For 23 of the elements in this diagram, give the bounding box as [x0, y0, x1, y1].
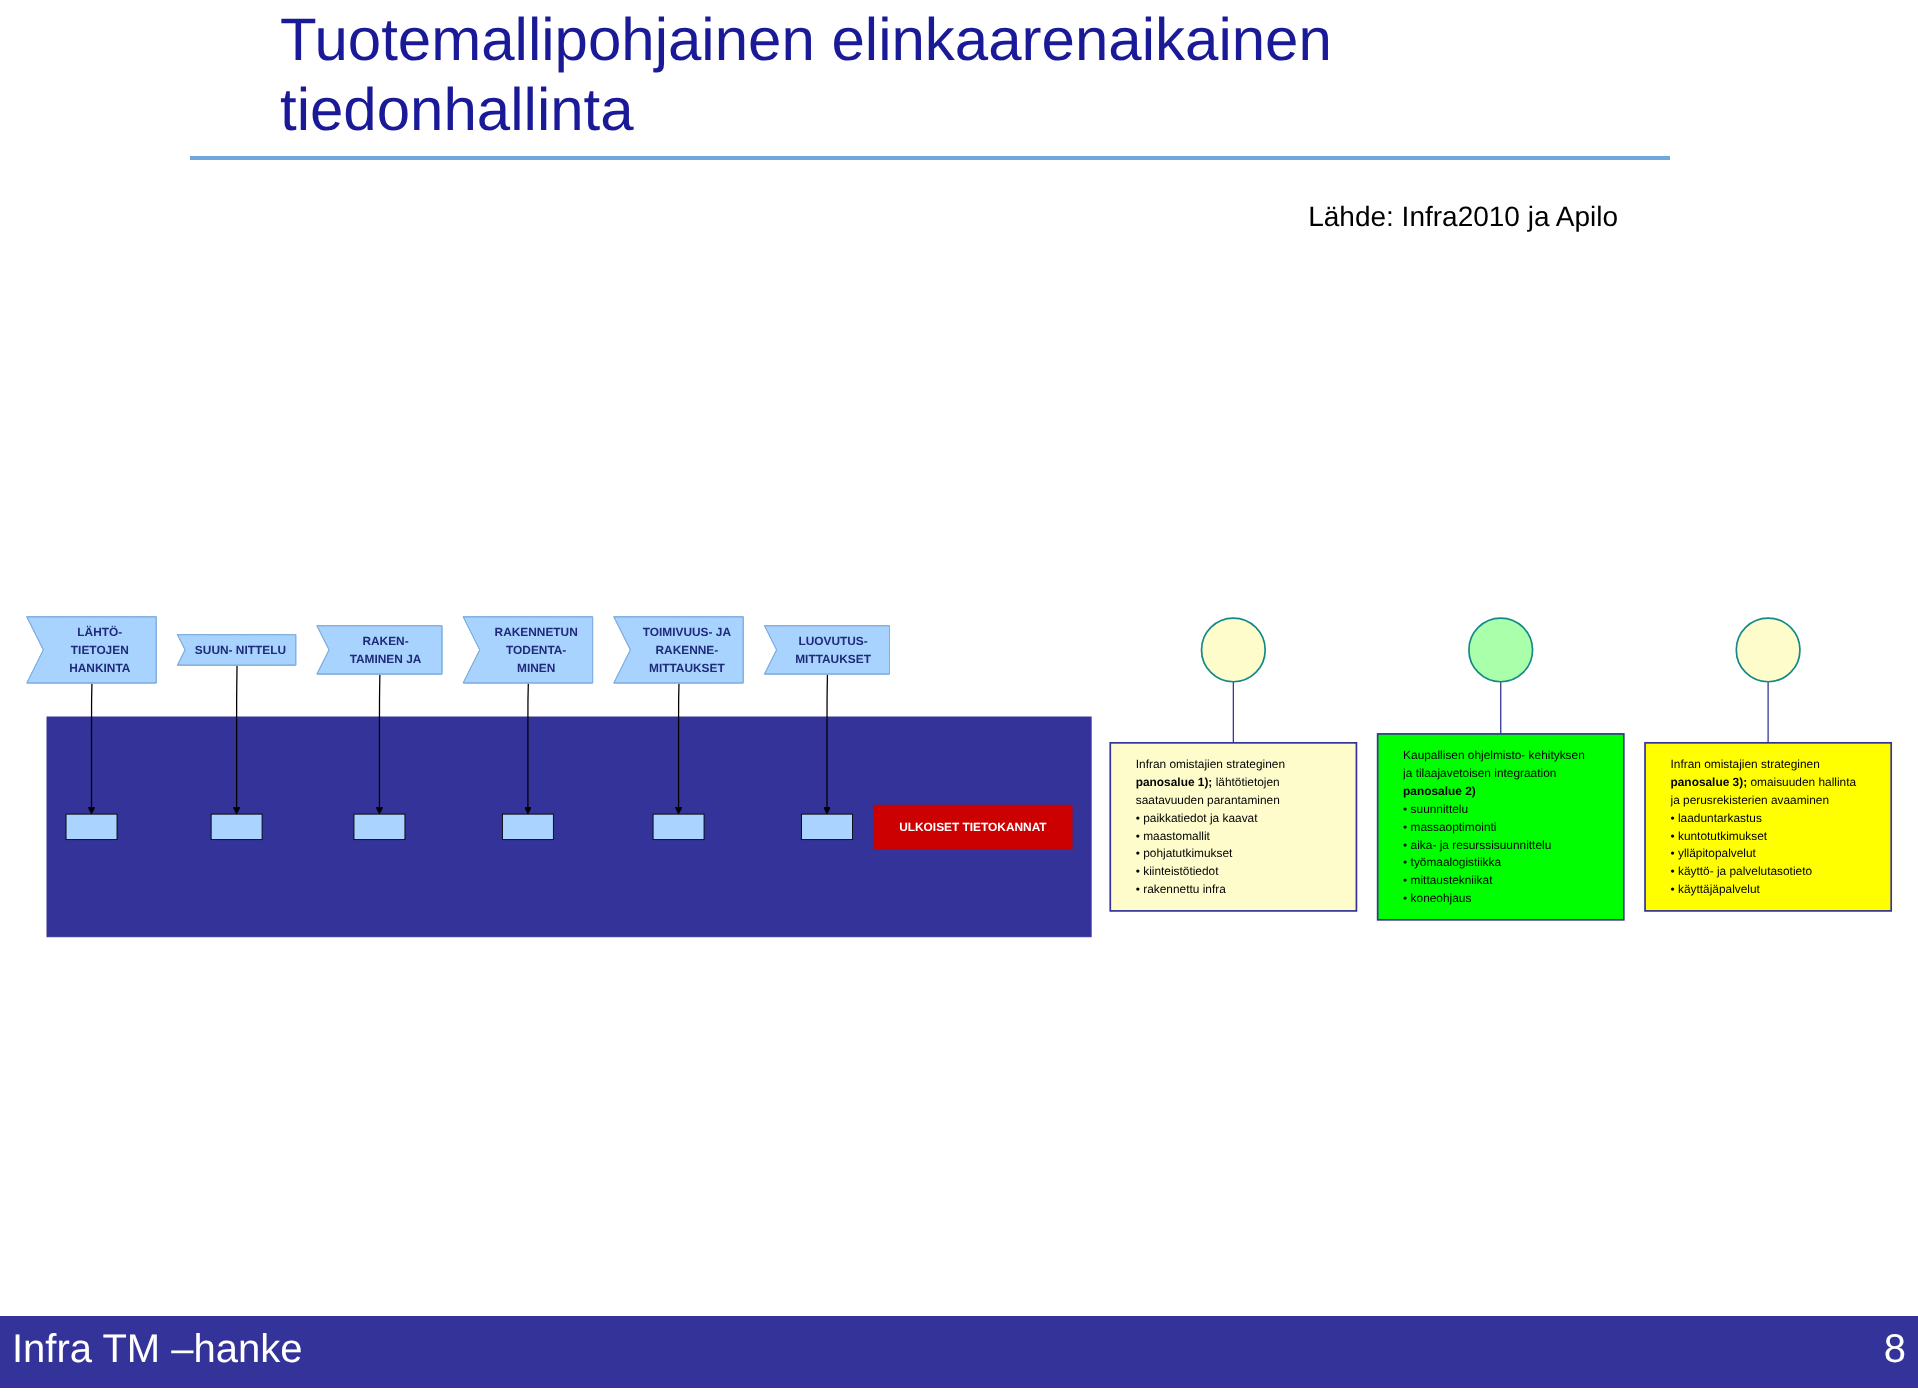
page-number: 8	[1883, 1328, 1906, 1374]
footer-text: Infra TM –hanke	[12, 1328, 303, 1374]
node-circle	[1200, 616, 1267, 682]
node-box	[652, 812, 705, 840]
arrow	[375, 673, 384, 814]
connector	[1767, 680, 1769, 743]
arrow	[232, 664, 241, 814]
cluster	[46, 715, 1092, 937]
node-box	[353, 812, 406, 840]
node-box	[65, 812, 118, 840]
arrow	[87, 681, 96, 814]
connector	[1232, 680, 1234, 743]
arrow	[823, 673, 831, 814]
arrow	[674, 681, 683, 814]
connector	[1500, 680, 1502, 734]
node-circle	[1735, 616, 1801, 682]
node-box	[210, 812, 263, 840]
arrow	[524, 681, 532, 814]
source-note: Lähde: Infra2010 ja Apilo	[1308, 200, 1618, 232]
node-box	[801, 812, 853, 840]
title: Tuotemallipohjainen elinkaarenaikainen tiedonhallinta	[280, 8, 1334, 146]
node-circle	[1468, 616, 1534, 682]
node-box	[502, 812, 554, 840]
